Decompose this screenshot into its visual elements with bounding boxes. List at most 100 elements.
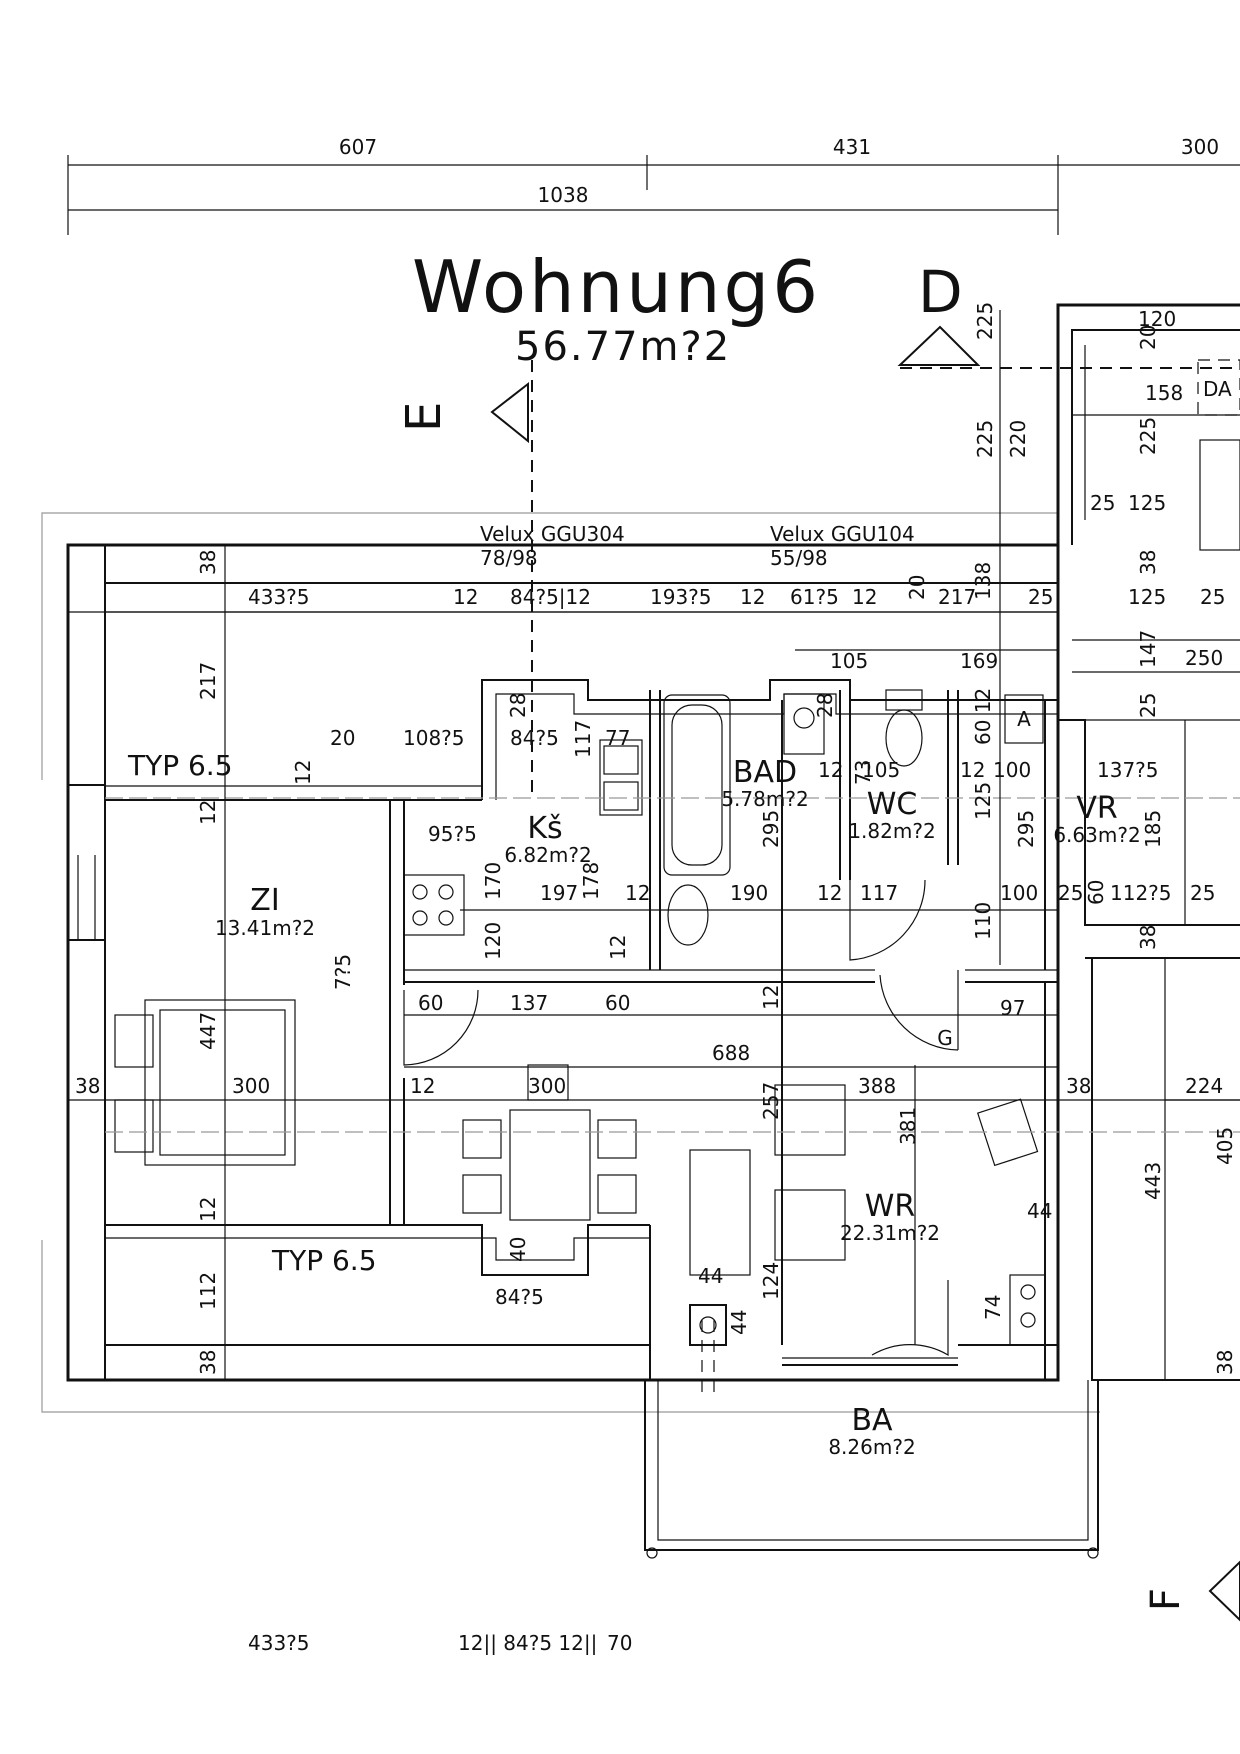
svg-text:84?5|12: 84?5|12 (510, 585, 591, 609)
dim-300: 300 (1181, 135, 1219, 159)
svg-text:97: 97 (1000, 996, 1025, 1020)
svg-text:20: 20 (905, 575, 929, 600)
dim-431: 431 (833, 135, 871, 159)
svg-text:447: 447 (196, 1012, 220, 1050)
svg-text:12: 12 (960, 758, 985, 782)
svg-text:137: 137 (510, 991, 548, 1015)
svg-text:124: 124 (759, 1262, 783, 1300)
svg-text:74: 74 (981, 1295, 1005, 1320)
fixtures (114, 689, 1046, 1346)
svg-text:217: 217 (196, 662, 220, 700)
svg-text:25: 25 (1190, 881, 1215, 905)
svg-text:D: D (918, 258, 963, 326)
svg-text:38: 38 (1136, 550, 1160, 575)
svg-text:117: 117 (860, 881, 898, 905)
balcony (644, 1380, 1099, 1559)
svg-text:77: 77 (605, 726, 630, 750)
svg-text:44: 44 (727, 1310, 751, 1335)
svg-text:38: 38 (196, 550, 220, 575)
room-area-ba: 8.26m?2 (828, 1435, 915, 1459)
svg-text:295: 295 (1014, 810, 1038, 848)
room-area-vr: 6.63m?2 (1053, 823, 1140, 847)
room-area-wr: 22.31m?2 (840, 1221, 940, 1245)
svg-text:38: 38 (75, 1074, 100, 1098)
svg-text:12: 12 (606, 935, 630, 960)
room-area-bad: 5.78m?2 (721, 787, 808, 811)
svg-text:12: 12 (291, 760, 315, 785)
roof-type-upper: TYP 6.5 (127, 749, 233, 782)
room-area-zi: 13.41m?2 (215, 916, 315, 940)
svg-text:193?5: 193?5 (650, 585, 712, 609)
svg-text:60: 60 (418, 991, 443, 1015)
svg-text:20: 20 (1136, 325, 1160, 350)
marker-da: DA (1203, 377, 1232, 401)
svg-text:225: 225 (973, 302, 997, 340)
svg-text:60: 60 (1084, 880, 1108, 905)
svg-text:25: 25 (1200, 585, 1225, 609)
svg-text:112?5: 112?5 (1110, 881, 1172, 905)
svg-text:12: 12 (410, 1074, 435, 1098)
window-1-name: Velux GGU304 (480, 522, 625, 546)
svg-text:105: 105 (830, 649, 868, 673)
svg-text:38: 38 (1213, 1350, 1237, 1375)
svg-text:100: 100 (1000, 881, 1038, 905)
svg-text:197: 197 (540, 881, 578, 905)
apartment-area: 56.77m?2 (515, 324, 731, 370)
svg-text:295: 295 (759, 810, 783, 848)
svg-text:110: 110 (971, 902, 995, 940)
svg-text:138: 138 (971, 562, 995, 600)
svg-text:688: 688 (712, 1041, 750, 1065)
svg-text:178: 178 (579, 862, 603, 900)
svg-text:158: 158 (1145, 381, 1183, 405)
svg-text:38: 38 (1136, 925, 1160, 950)
svg-text:443: 443 (1141, 1162, 1165, 1200)
svg-text:117: 117 (571, 720, 595, 758)
svg-text:44: 44 (698, 1264, 723, 1288)
svg-text:60: 60 (605, 991, 630, 1015)
svg-text:388: 388 (858, 1074, 896, 1098)
svg-text:137?5: 137?5 (1097, 758, 1159, 782)
room-area-wc: 1.82m?2 (848, 819, 935, 843)
svg-text:169: 169 (960, 649, 998, 673)
apartment-title: Wohnung6 (412, 245, 821, 329)
svg-text:225: 225 (1136, 417, 1160, 455)
dim-607: 607 (339, 135, 377, 159)
svg-text:120: 120 (1138, 307, 1176, 331)
svg-text:95?5: 95?5 (428, 822, 477, 846)
svg-text:12: 12 (453, 585, 478, 609)
svg-text:28: 28 (813, 693, 837, 718)
svg-text:100: 100 (993, 758, 1031, 782)
room-label-bad: BAD (733, 755, 797, 790)
svg-text:12|| 84?5 12||: 12|| 84?5 12|| (458, 1631, 597, 1655)
svg-text:170: 170 (481, 862, 505, 900)
svg-text:73: 73 (851, 760, 875, 785)
window-1-size: 78/98 (480, 546, 538, 570)
svg-text:257: 257 (759, 1082, 783, 1120)
marker-a: A (1017, 707, 1031, 731)
svg-text:185: 185 (1141, 810, 1165, 848)
svg-text:38: 38 (196, 1350, 220, 1375)
svg-text:70: 70 (607, 1631, 632, 1655)
svg-text:12: 12 (852, 585, 877, 609)
svg-text:405: 405 (1213, 1127, 1237, 1165)
doors (403, 879, 959, 1357)
svg-text:12: 12 (818, 758, 843, 782)
window-2-size: 55/98 (770, 546, 828, 570)
svg-text:38: 38 (1066, 1074, 1091, 1098)
svg-text:40: 40 (506, 1237, 530, 1262)
svg-text:250: 250 (1185, 646, 1223, 670)
section-marker-f: F (1143, 1560, 1240, 1622)
marker-g: G (937, 1026, 953, 1050)
svg-text:12: 12 (740, 585, 765, 609)
svg-text:20: 20 (330, 726, 355, 750)
svg-text:84?5: 84?5 (510, 726, 559, 750)
section-marker-d: D (897, 258, 1240, 369)
svg-text:300: 300 (232, 1074, 270, 1098)
svg-text:12: 12 (817, 881, 842, 905)
svg-text:225: 225 (973, 420, 997, 458)
room-label-ks: Kš (527, 811, 562, 846)
dimension-labels: 433?5 12 84?5|12 193?5 12 61?5 12 217 25… (75, 307, 1225, 1309)
svg-text:125: 125 (1128, 491, 1166, 515)
svg-text:108?5: 108?5 (403, 726, 465, 750)
